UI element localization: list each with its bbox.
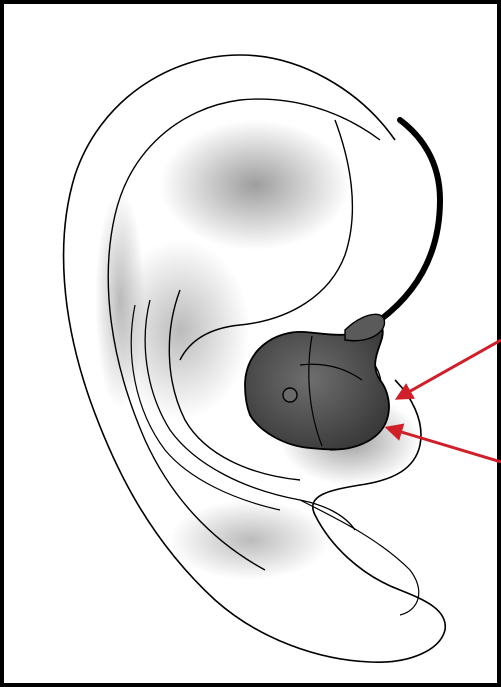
concha-shade	[160, 120, 350, 250]
lower-shade	[170, 500, 330, 580]
rim-shade	[95, 190, 145, 410]
earpiece-vent	[283, 388, 297, 402]
arrow-upper	[398, 340, 501, 398]
